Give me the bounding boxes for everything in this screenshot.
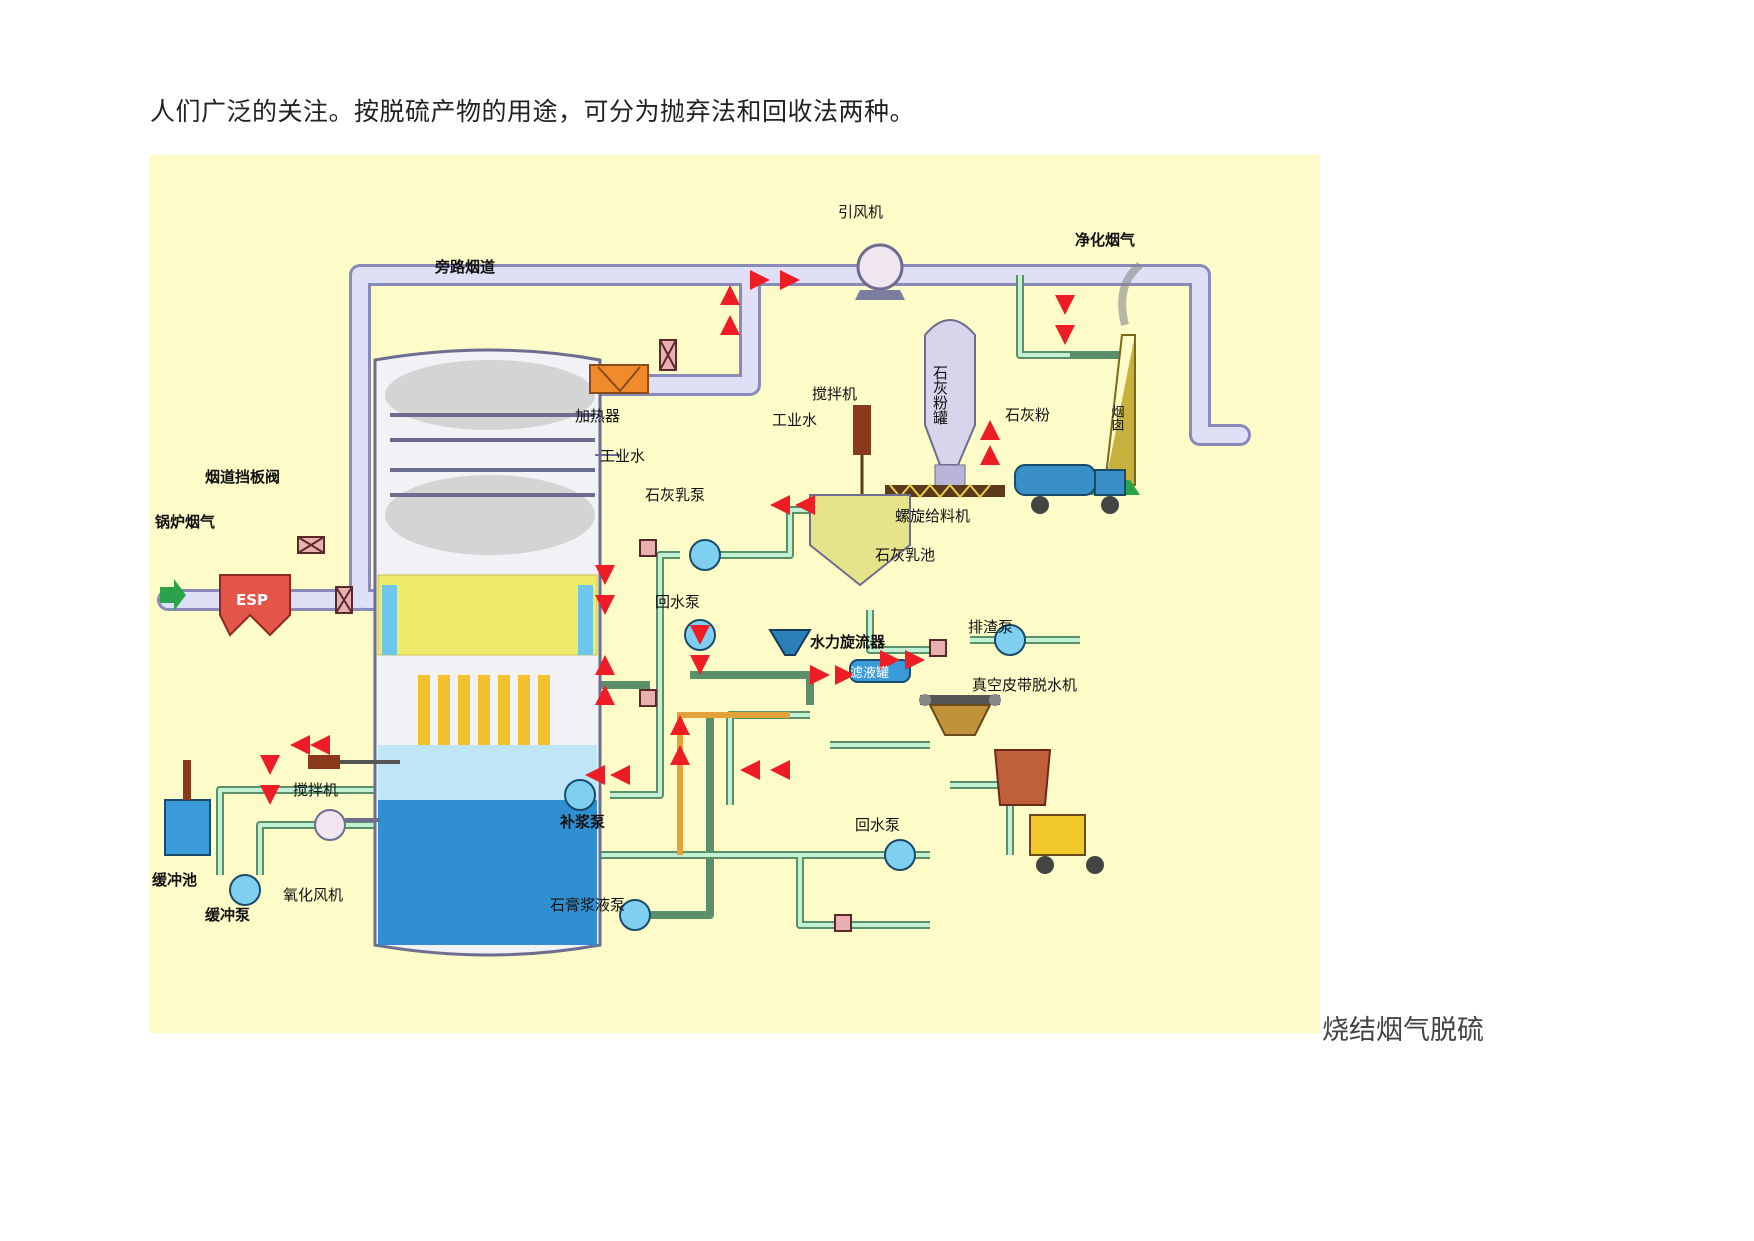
esp-unit: ESP: [160, 574, 291, 637]
intro-paragraph: 人们广泛的关注。按脱硫产物的用途，可分为抛弃法和回收法两种。: [150, 97, 916, 126]
belt-filter: [919, 694, 1001, 736]
figure-caption: 烧结烟气脱硫: [1322, 1015, 1484, 1046]
hydrocyclone: [768, 629, 812, 656]
flow-arrows: [260, 270, 1075, 805]
label-return-pump-2: 回水泵: [855, 816, 900, 834]
absorber-tower: [373, 348, 620, 957]
esp-label: ESP: [236, 591, 268, 609]
label-industrial-water-1: 工业水: [600, 447, 645, 465]
desulfurization-process-diagram: ESP: [150, 155, 1320, 1033]
label-lime-tank: 石灰乳池: [875, 546, 935, 564]
makeup-pump: [564, 779, 596, 811]
label-damper: 烟道挡板阀: [205, 468, 280, 486]
label-lime-silo: 石灰粉罐: [931, 365, 949, 425]
label-slag-pump: 排渣泵: [968, 618, 1013, 636]
label-belt-filter: 真空皮带脱水机: [972, 676, 1077, 694]
label-buffer-pump: 缓冲泵: [205, 906, 250, 924]
gypsum-truck: [993, 749, 1104, 874]
label-screw-feeder: 螺旋给料机: [895, 507, 970, 525]
label-gypsum-pump: 石膏浆液泵: [550, 896, 625, 914]
damper-valves: [297, 339, 947, 932]
label-oxidation-fan: 氧化风机: [283, 886, 343, 904]
label-lime-pump: 石灰乳泵: [645, 486, 705, 504]
label-boiler-gas: 锅炉烟气: [155, 513, 215, 531]
screw-feeder: [885, 483, 1005, 499]
lime-truck: [1014, 464, 1126, 514]
label-agitator-1: 搅拌机: [812, 385, 857, 403]
label-industrial-water-2: 工业水: [772, 411, 817, 429]
heater: [589, 364, 649, 394]
buffer-tank: [164, 760, 211, 856]
oxidation-fan: [314, 809, 380, 841]
buffer-pump: [229, 874, 261, 906]
gypsum-pump: [619, 899, 651, 931]
label-induced-fan: 引风机: [838, 203, 883, 221]
label-lime-powder: 石灰粉: [1005, 406, 1050, 424]
label-heater: 加热器: [575, 407, 620, 425]
induced-fan: [855, 243, 905, 300]
agitator-2: [308, 755, 400, 769]
label-chimney: 烟囱: [1109, 405, 1125, 431]
label-bypass-duct: 旁路烟道: [434, 258, 495, 276]
lime-tank: [809, 405, 911, 587]
label-buffer-tank: 缓冲池: [152, 871, 197, 889]
label-filtrate-tank: 滤液罐: [850, 666, 889, 681]
lime-pump: [689, 539, 721, 571]
label-makeup-pump: 补浆泵: [559, 813, 605, 831]
label-return-pump-1: 回水泵: [655, 593, 700, 611]
label-agitator-2: 搅拌机: [293, 781, 338, 799]
label-clean-gas: 净化烟气: [1075, 231, 1135, 249]
label-hydrocyclone: 水力旋流器: [810, 633, 886, 651]
return-pump-2: [884, 839, 916, 871]
slag-pump: [994, 624, 1026, 656]
